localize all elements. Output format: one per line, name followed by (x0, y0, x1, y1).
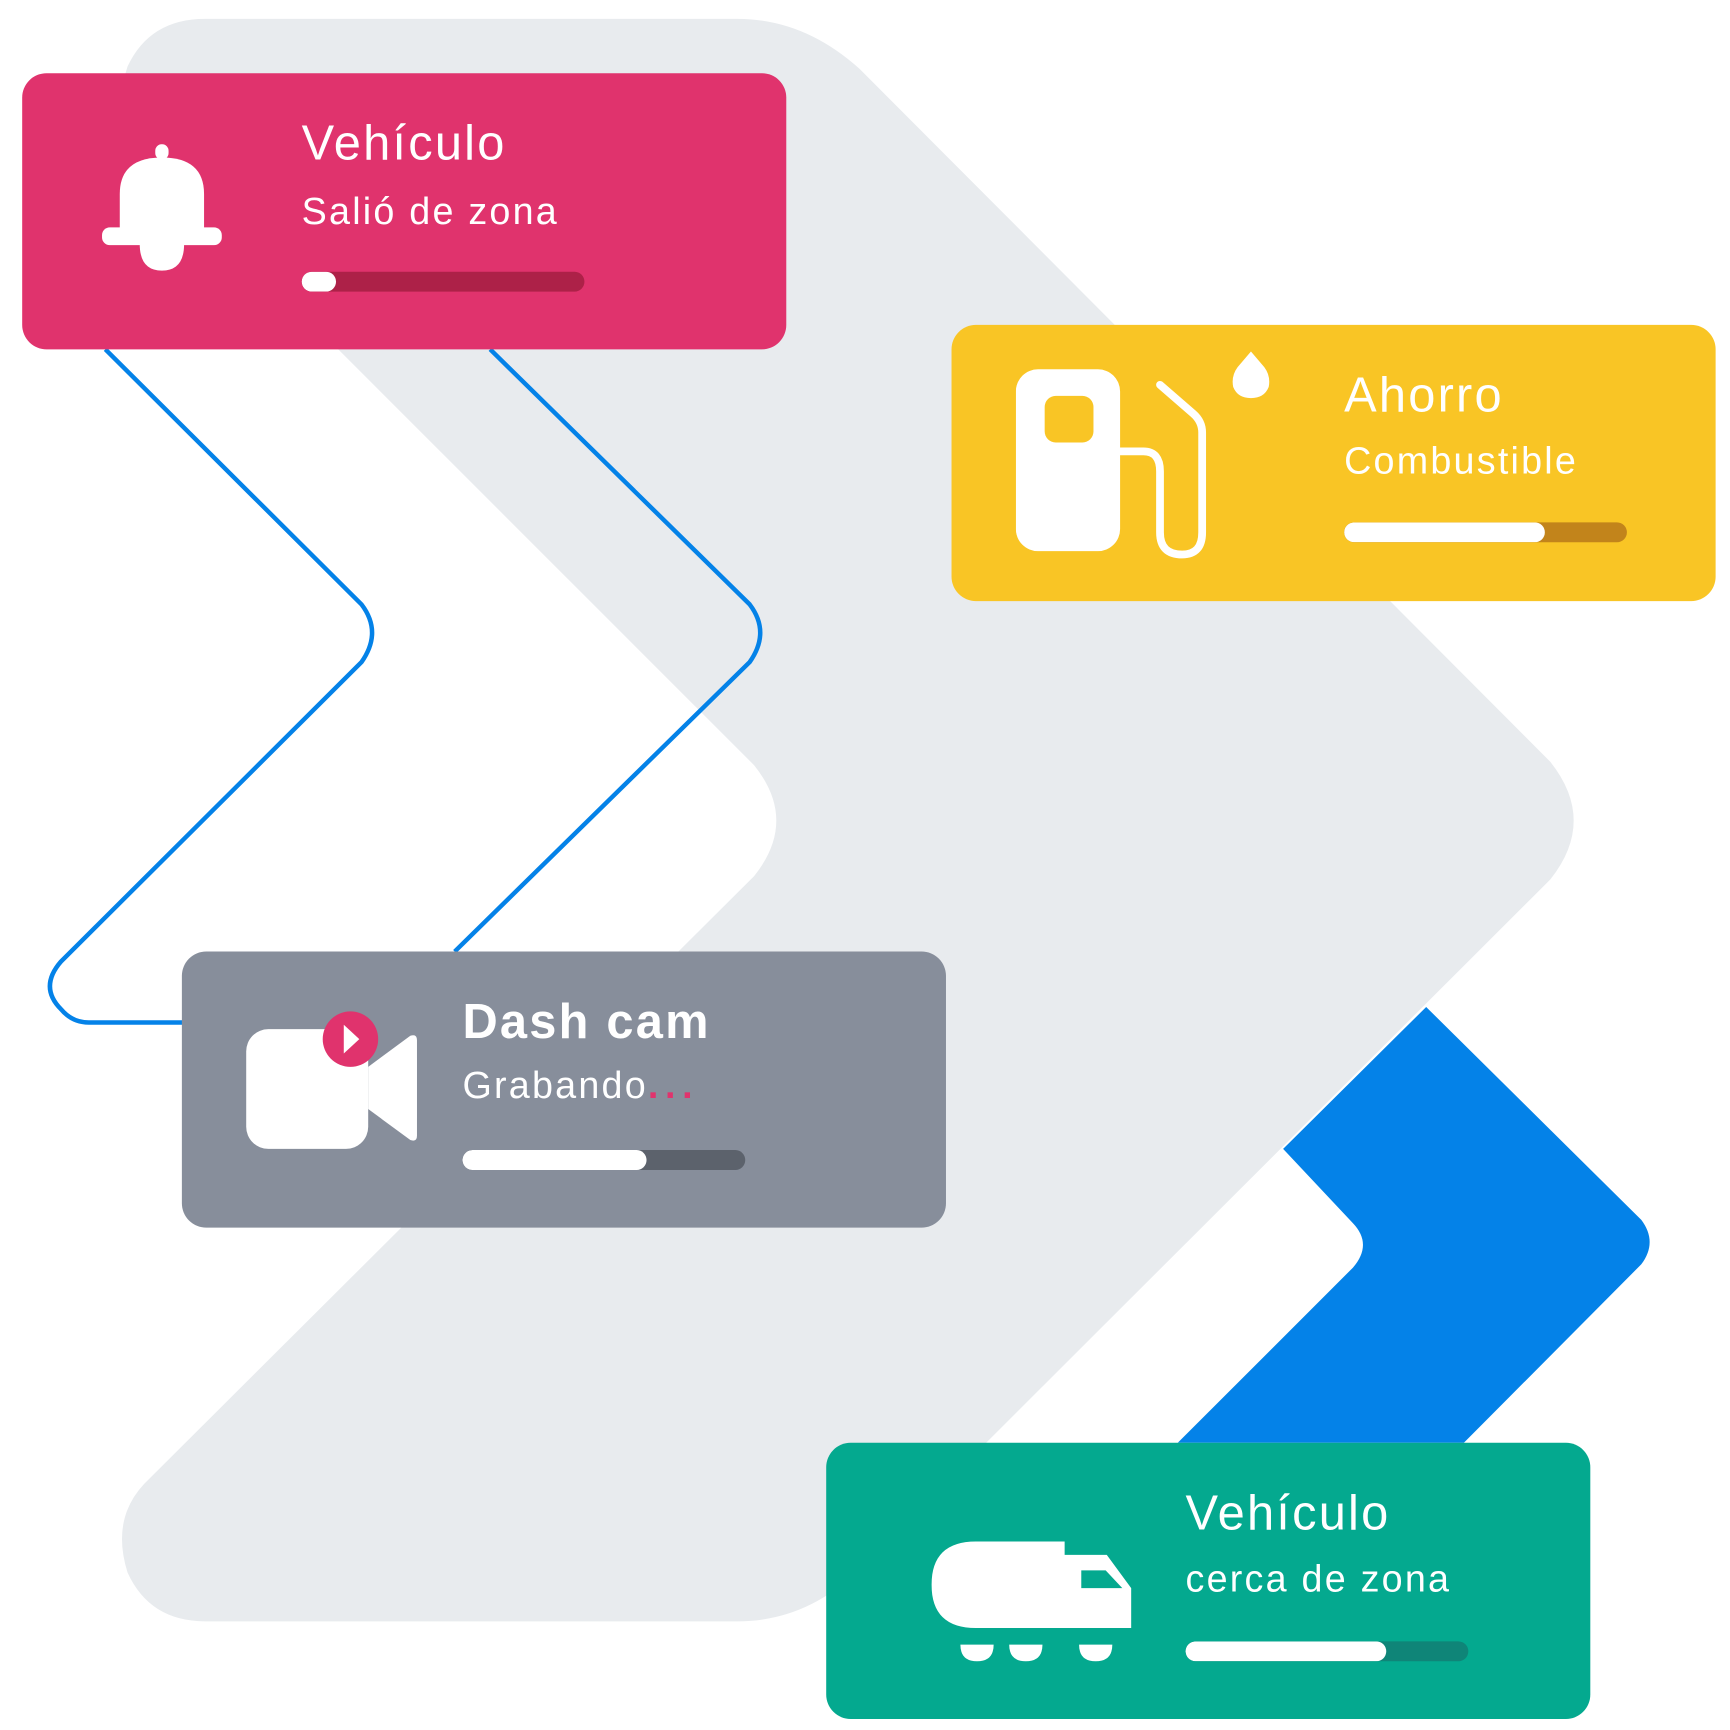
alert-card-exit-zone[interactable]: Vehículo Salió de zona (22, 73, 787, 350)
card-subtitle: Combustible (1344, 440, 1579, 483)
progress-bar (1344, 522, 1627, 543)
proximity-card-near-zone[interactable]: Vehículo cerca de zona (826, 1442, 1591, 1719)
card-title: Ahorro (1344, 368, 1504, 423)
progress-fill (1344, 522, 1545, 543)
card-title: Vehículo (301, 116, 507, 171)
progress-fill (301, 271, 336, 292)
video-camera-icon (246, 1011, 417, 1149)
card-subtitle: cerca de zona (1185, 1558, 1452, 1601)
bell-icon (102, 144, 222, 271)
dash-cam-card[interactable]: Dash cam Grabando... (181, 951, 946, 1228)
progress-bar (1185, 1641, 1469, 1662)
progress-bar (462, 1150, 746, 1170)
route-solid-chevron (1177, 1006, 1650, 1443)
fuel-pump-icon (1015, 351, 1270, 559)
card-title: Dash cam (462, 994, 711, 1050)
card-subtitle: Grabando... (462, 1067, 699, 1105)
route-outline (47, 347, 763, 1025)
record-play-badge (322, 1011, 379, 1067)
fuel-savings-card[interactable]: Ahorro Combustible (951, 324, 1716, 602)
progress-fill (1185, 1641, 1387, 1662)
card-subtitle: Salió de zona (301, 190, 559, 233)
progress-fill (462, 1150, 647, 1170)
progress-bar (301, 271, 585, 292)
card-title: Vehículo (1185, 1486, 1391, 1541)
truck-icon (931, 1541, 1132, 1662)
recording-dots: ... (647, 1064, 700, 1107)
subtitle-text: Grabando (462, 1064, 648, 1107)
